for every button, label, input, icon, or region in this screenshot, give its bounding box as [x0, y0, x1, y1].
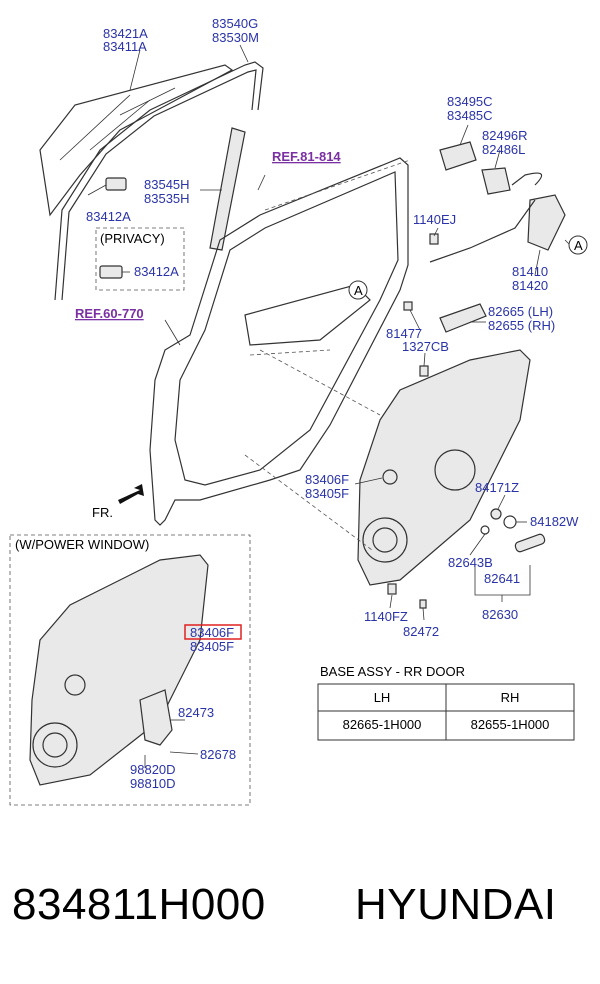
- label-84171z: 84171Z: [475, 480, 519, 495]
- label-98810d: 98810D: [130, 776, 176, 791]
- glass-run-channel: [54, 61, 264, 301]
- label-82641: 82641: [484, 571, 520, 586]
- label-81410: 81410: [512, 264, 548, 279]
- table-cell-lh: 82665-1H000: [343, 717, 422, 732]
- door-glass: [39, 64, 234, 217]
- inside-handle: [439, 303, 487, 333]
- label-82678: 82678: [200, 747, 236, 762]
- glass-holder: [105, 177, 127, 191]
- label-83485c: 83485C: [447, 108, 493, 123]
- label-83421a: 83421A: [103, 26, 148, 41]
- exploded-parts-diagram: 83421A 83411A 83540G 83530M REF.81-814 8…: [9, 16, 588, 806]
- label-82472: 82472: [403, 624, 439, 639]
- label-82486l: 82486L: [482, 142, 525, 157]
- crank-washer: [503, 515, 517, 529]
- screw-81477: [403, 301, 413, 311]
- circle-a-right: [568, 235, 588, 255]
- label-83545h: 83545H: [144, 177, 190, 192]
- door-latch: [527, 194, 566, 251]
- crank-handle: [514, 533, 546, 553]
- bolt-1140fz: [387, 583, 397, 595]
- rear-door-frame: [149, 157, 409, 526]
- label-84182w: 84182W: [530, 514, 579, 529]
- window-motor: [139, 689, 173, 746]
- label-1140fz: 1140FZ: [364, 609, 408, 624]
- door-module-panel: [357, 349, 531, 586]
- label-83495c: 83495C: [447, 94, 493, 109]
- outside-handle: [439, 141, 477, 171]
- label-83411a: 83411A: [103, 39, 147, 54]
- highlight-box: [184, 624, 242, 640]
- ref-81-814[interactable]: REF.81-814: [272, 149, 341, 164]
- circle-a-left-label: A: [354, 283, 363, 298]
- label-83412a-privacy: 83412A: [134, 264, 179, 279]
- label-81477: 81477: [386, 326, 422, 341]
- label-1140ej: 1140EJ: [413, 212, 456, 227]
- label-power-window: (W/POWER WINDOW): [15, 537, 149, 552]
- privacy-box: [95, 227, 185, 291]
- label-82643b: 82643B: [448, 555, 493, 570]
- screw-82472: [419, 599, 427, 609]
- power-module-panel: [29, 554, 209, 786]
- circle-a-left: [348, 280, 368, 300]
- label-fr: FR.: [92, 505, 113, 520]
- table-header-lh: LH: [374, 690, 391, 705]
- label-83412a: 83412A: [86, 209, 131, 224]
- label-privacy: (PRIVACY): [100, 231, 165, 246]
- label-83406f: 83406F: [305, 472, 349, 487]
- label-83405f-power: 83405F: [190, 639, 234, 654]
- label-1327cb: 1327CB: [402, 339, 449, 354]
- table-cell-rh: 82655-1H000: [471, 717, 550, 732]
- label-82496r: 82496R: [482, 128, 528, 143]
- escutcheon: [480, 525, 490, 535]
- label-83530m: 83530M: [212, 30, 259, 45]
- label-98820d: 98820D: [130, 762, 176, 777]
- glass-holder-privacy: [99, 265, 123, 279]
- label-81420: 81420: [512, 278, 548, 293]
- ref-60-770[interactable]: REF.60-770: [75, 306, 144, 321]
- latch-cable: [429, 172, 543, 263]
- part-number: 834811H000: [12, 880, 266, 929]
- brand-name: HYUNDAI: [355, 880, 557, 929]
- power-window-box: [9, 534, 251, 806]
- front-arrow: [118, 484, 144, 504]
- table-title: BASE ASSY - RR DOOR: [320, 664, 465, 679]
- label-83540g: 83540G: [212, 16, 258, 31]
- grommet: [490, 508, 502, 520]
- label-83406f-highlighted: 83406F: [190, 625, 234, 640]
- label-82630: 82630: [482, 607, 518, 622]
- bolt-1140ej: [429, 233, 439, 245]
- label-83535h: 83535H: [144, 191, 190, 206]
- sash-channel: [209, 127, 246, 251]
- footer-caption: 834811H000 HYUNDAI: [0, 880, 600, 950]
- circle-a-right-label: A: [574, 238, 583, 253]
- clip-1327cb: [419, 365, 429, 377]
- base-assy-table: [317, 683, 575, 741]
- label-82473: 82473: [178, 705, 214, 720]
- label-82655-rh: 82655 (RH): [488, 318, 555, 333]
- handle-cover: [481, 167, 511, 195]
- label-82665-lh: 82665 (LH): [488, 304, 553, 319]
- table-header-rh: RH: [501, 690, 520, 705]
- label-83405f: 83405F: [305, 486, 349, 501]
